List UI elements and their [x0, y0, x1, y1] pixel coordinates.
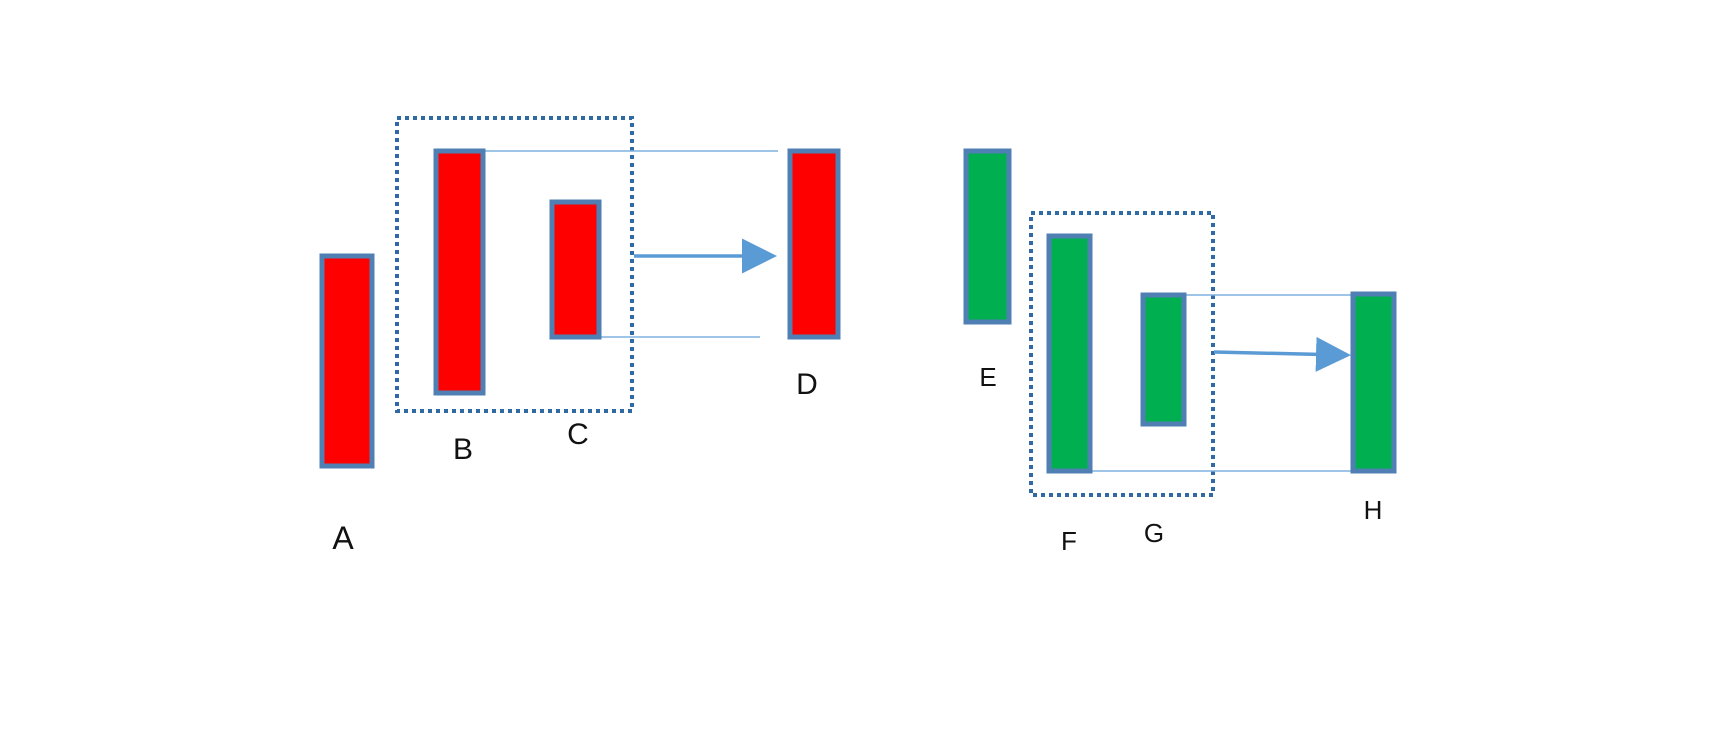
- arrow-to-h: [1213, 336, 1351, 372]
- bullish-group: E F G H: [963, 148, 1397, 556]
- label-b: B: [453, 433, 473, 466]
- candle-g: [1140, 292, 1187, 427]
- label-f: F: [1061, 526, 1077, 556]
- candle-f: [1046, 233, 1093, 474]
- label-c: C: [567, 418, 589, 451]
- candle-b: [433, 148, 486, 396]
- bearish-group: A B C D: [319, 116, 841, 556]
- group-box-fg: [1029, 211, 1215, 497]
- label-d: D: [796, 368, 818, 401]
- candle-a: [319, 253, 375, 469]
- label-h: H: [1364, 495, 1383, 525]
- candle-d: [787, 148, 841, 340]
- label-a: A: [332, 520, 354, 556]
- label-e: E: [979, 362, 996, 392]
- candle-h: [1350, 291, 1397, 474]
- candle-e: [963, 148, 1012, 325]
- candle-c: [549, 199, 602, 340]
- label-g: G: [1144, 518, 1164, 548]
